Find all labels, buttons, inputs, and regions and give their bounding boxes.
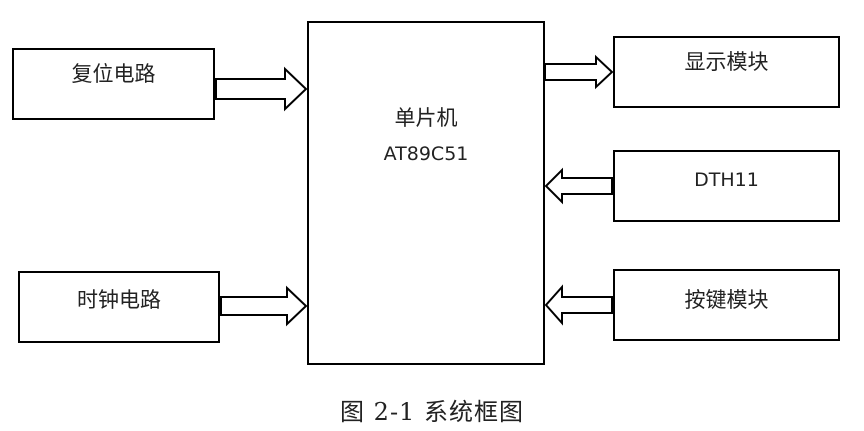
display-module-box [613, 36, 840, 108]
sensor-label: DTH11 [694, 169, 759, 191]
display-module-label: 显示模块 [684, 50, 769, 74]
reset-circuit-box [12, 48, 215, 120]
figure-caption: 图 2-1 系统框图 [340, 398, 524, 426]
mcu-box [307, 21, 545, 365]
sensor-box [613, 150, 840, 222]
mcu-label-line2: AT89C51 [383, 143, 469, 165]
key-module-box [613, 269, 840, 341]
key-module-label: 按键模块 [684, 288, 769, 312]
mcu-label-line1: 单片机 [394, 106, 458, 130]
reset-to-mcu-arrow [215, 66, 308, 112]
clock-circuit-box [18, 271, 220, 343]
reset-circuit-label: 复位电路 [71, 62, 156, 86]
clock-to-mcu-arrow [220, 285, 308, 327]
mcu-to-display-arrow [544, 54, 614, 90]
clock-circuit-label: 时钟电路 [77, 288, 161, 312]
keys-to-mcu-arrow [544, 284, 613, 326]
sensor-to-mcu-arrow [544, 167, 613, 205]
